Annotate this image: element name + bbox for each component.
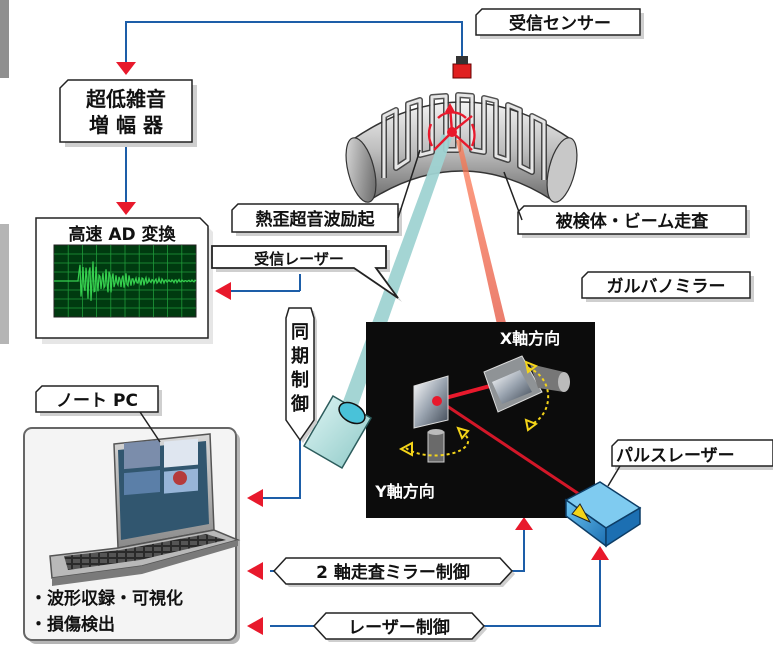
y-axis-mirror	[398, 375, 470, 463]
x-axis-direction-label: X軸方向	[500, 329, 560, 348]
mirror-control-tag: 2 軸走査ミラー制御	[272, 557, 515, 587]
notebook-pc-label: ノート PC	[56, 391, 138, 411]
receive-laser-head	[302, 394, 373, 470]
low-noise-amp-label-1: 超低雑音	[85, 87, 166, 111]
high-speed-ad-label: 高速 AD 変換	[68, 224, 176, 245]
arrow-left-to-pc-2	[247, 562, 263, 580]
arrow-up-to-galvano	[515, 517, 533, 530]
ad-converter-scope	[35, 217, 213, 344]
receive-laser-callout: 受信レーザー	[211, 245, 402, 302]
connector-arrowheads	[116, 62, 609, 635]
receive-sensor-label: 受信センサー	[509, 13, 611, 34]
thermal-excitation-label: 熱歪超音波励起	[256, 209, 376, 230]
pulse-laser-label: パルスレーザー	[616, 446, 735, 466]
x-axis-mirror	[483, 355, 570, 432]
specimen-scan-box: 被検体・ビーム走査	[517, 205, 750, 238]
arrow-left-to-ad	[215, 282, 231, 300]
pulse-laser-head	[564, 481, 642, 548]
low-noise-amp-box: 超低雑音 増 幅 器	[59, 79, 197, 147]
notebook-pc-leader	[139, 411, 161, 443]
receive-sensor-label-box: 受信センサー	[475, 8, 644, 39]
arrow-down-to-amp	[116, 62, 136, 75]
laser-control-tag: レーザー制御	[312, 612, 487, 642]
ultrasonic-excitation-burst	[427, 103, 476, 151]
galvano-mirror-unit	[366, 322, 595, 518]
sync-control-tag: 同 期 制 御	[285, 307, 317, 443]
laser-control-label: レーザー制御	[348, 617, 450, 638]
sync-control-char-1: 同	[291, 322, 309, 343]
specimen-scan-leader	[503, 171, 523, 221]
sync-control-char-3: 制	[291, 370, 309, 391]
receive-sensor-block	[452, 63, 472, 79]
sync-control-char-4: 御	[290, 393, 309, 415]
connector-sensor-to-amp	[125, 21, 463, 64]
left-edge-bar-mid	[0, 224, 9, 344]
thermal-excitation-leader	[397, 149, 421, 219]
receive-sensor-cap	[456, 56, 468, 64]
galvano-mirror-box: ガルバノミラー	[581, 271, 754, 302]
sync-control-char-2: 期	[291, 346, 309, 367]
pc-function-damage: ・損傷検出	[30, 614, 115, 635]
arrow-down-to-ad	[116, 202, 136, 215]
pc-function-waveform: ・波形収録・可視化	[30, 588, 183, 609]
notebook-pc-panel	[23, 427, 241, 644]
receive-laser-label: 受信レーザー	[254, 250, 344, 268]
thermal-excitation-box: 熱歪超音波励起	[231, 203, 402, 236]
arrow-left-to-pc-1	[247, 489, 263, 507]
pulse-laser-box: パルスレーザー	[611, 439, 773, 470]
mirror-control-label: 2 軸走査ミラー制御	[316, 562, 470, 583]
pulse-laser-leader	[607, 465, 621, 487]
arrow-up-to-pulse-laser	[591, 546, 609, 560]
y-axis-direction-label: Y軸方向	[374, 482, 435, 501]
left-edge-bar-top	[0, 0, 9, 78]
low-noise-amp-label-2: 増 幅 器	[89, 113, 164, 137]
notebook-pc-box: ノート PC	[35, 385, 162, 416]
specimen-scan-label: 被検体・ビーム走査	[556, 211, 709, 232]
galvano-mirror-label: ガルバノミラー	[607, 277, 726, 297]
arrow-left-to-pc-3	[247, 617, 263, 635]
